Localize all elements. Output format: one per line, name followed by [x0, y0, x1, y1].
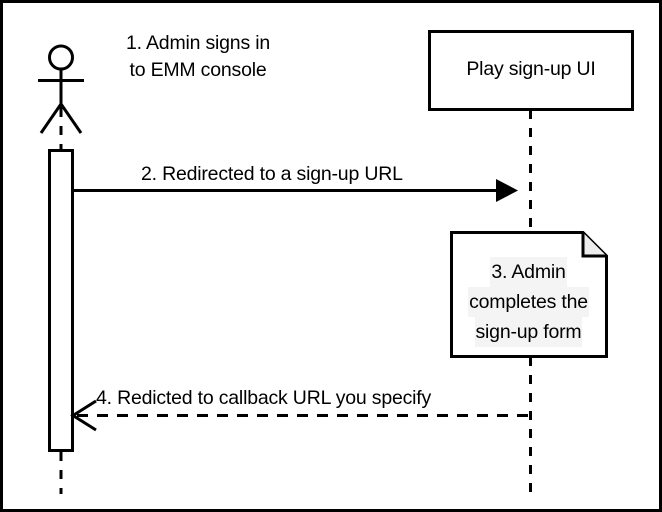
message-arrow-4	[70, 399, 528, 432]
participant-label: Play sign-up UI	[466, 58, 596, 80]
message-2-label: 2. Redirected to a sign-up URL	[141, 163, 403, 185]
actor-caption-label: 1. Admin signs in to EMM console	[100, 30, 296, 84]
participant-box-play-signup-ui	[428, 30, 634, 111]
note-line-2: completes the	[468, 287, 589, 317]
note-line-3: sign-up form	[474, 317, 583, 347]
stick-figure-actor-icon	[38, 44, 84, 134]
message-4-label: 4. Redicted to callback URL you specify	[96, 387, 432, 409]
actor-caption-line-2: to EMM console	[129, 59, 267, 81]
note-line-1: 3. Admin	[490, 257, 567, 287]
actor-activation-bar	[48, 149, 74, 452]
message-arrow-2	[73, 179, 518, 202]
actor-caption-line-1: 1. Admin signs in	[125, 32, 270, 54]
